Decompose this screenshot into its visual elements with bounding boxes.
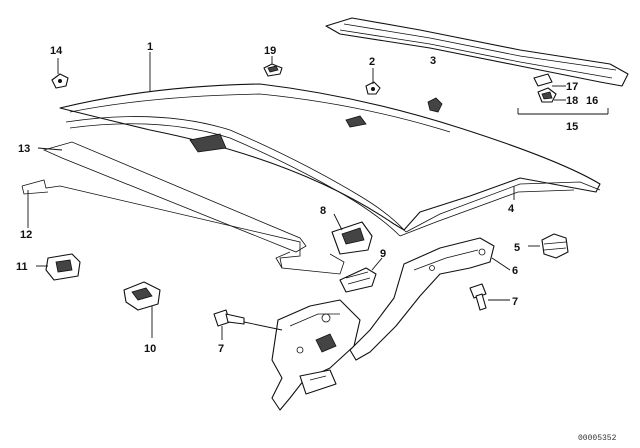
clip-19 [263,63,283,77]
callout-10: 10 [144,343,156,355]
callout-12: 12 [20,229,32,241]
clip-14 [51,73,69,89]
screw-7-left [213,309,245,327]
leader-lines [27,52,609,340]
callout-17: 17 [566,81,578,93]
lock-9 [339,267,377,293]
callout-labels: 1 2 3 4 5 6 7 7 8 9 10 11 12 13 14 15 16… [16,41,598,355]
callout-3: 3 [430,55,436,67]
clip-10 [123,281,161,311]
hinge-arm-6 [349,237,495,361]
lid-liner [42,141,307,253]
insulation-mat [21,179,345,275]
screw-7-right [469,283,487,311]
buffer-5 [541,233,569,259]
fastener-17 [533,73,553,87]
callout-5: 5 [514,242,520,254]
callout-7-right: 7 [512,296,518,308]
callout-7-left: 7 [218,343,224,355]
callout-18: 18 [566,95,578,107]
callout-15: 15 [566,121,578,133]
callout-1: 1 [147,41,153,53]
callout-2: 2 [369,56,375,68]
callout-16: 16 [586,95,598,107]
spoiler-strip [325,17,629,87]
hinge-base [271,299,361,411]
callout-4: 4 [508,203,515,215]
callout-8: 8 [320,205,326,217]
fastener-18 [537,87,557,103]
callout-9: 9 [380,248,386,260]
clip-11 [45,253,81,281]
nut-lid [427,97,443,113]
document-reference: 00005352 [578,434,617,443]
trunk-lid [59,83,601,237]
callout-19: 19 [264,45,276,57]
callout-6: 6 [512,265,518,277]
latch-cover-8 [331,221,373,255]
callout-11: 11 [16,261,28,273]
callout-14: 14 [50,45,63,57]
callout-13: 13 [18,143,30,155]
